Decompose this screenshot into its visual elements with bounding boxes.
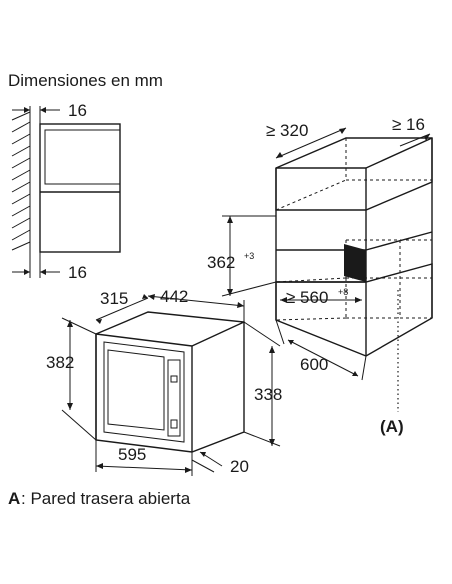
appliance-front-height-label: 382 — [46, 353, 74, 372]
rear-wall-marker: (A) — [380, 417, 404, 436]
niche-width-tolerance: +8 — [338, 287, 348, 297]
niche-height-tolerance: +3 — [244, 251, 254, 261]
appliance-front-width-label: 595 — [118, 445, 146, 464]
niche-depth-label: 600 — [300, 355, 328, 374]
appliance-body-height-label: 338 — [254, 385, 282, 404]
footnote-key: A — [8, 489, 20, 508]
cabinet-niche: ≥ 320 ≥ 16 362 +3 ≥ 560 +8 600 (A) — [207, 115, 433, 436]
footnote-text: : Pared trasera abierta — [21, 489, 191, 508]
niche-depth-min-label: ≥ 320 — [266, 121, 308, 140]
side-top-gap-label: 16 — [68, 101, 87, 120]
side-bottom-gap-label: 16 — [68, 263, 87, 282]
appliance-frame-label: 20 — [230, 457, 249, 476]
niche-width-min-label: ≥ 560 — [286, 288, 328, 307]
wall-hatch — [11, 111, 31, 251]
side-view: 16 16 — [11, 101, 121, 282]
niche-height-label: 362 — [207, 253, 235, 272]
footnote: A : Pared trasera abierta — [8, 489, 191, 508]
microwave-appliance: 315 442 382 338 595 20 — [46, 287, 282, 476]
appliance-depth-label: 315 — [100, 289, 128, 308]
niche-back-gap-label: ≥ 16 — [392, 115, 425, 134]
diagram-title: Dimensiones en mm — [8, 71, 163, 90]
appliance-top-width-label: 442 — [160, 287, 188, 306]
